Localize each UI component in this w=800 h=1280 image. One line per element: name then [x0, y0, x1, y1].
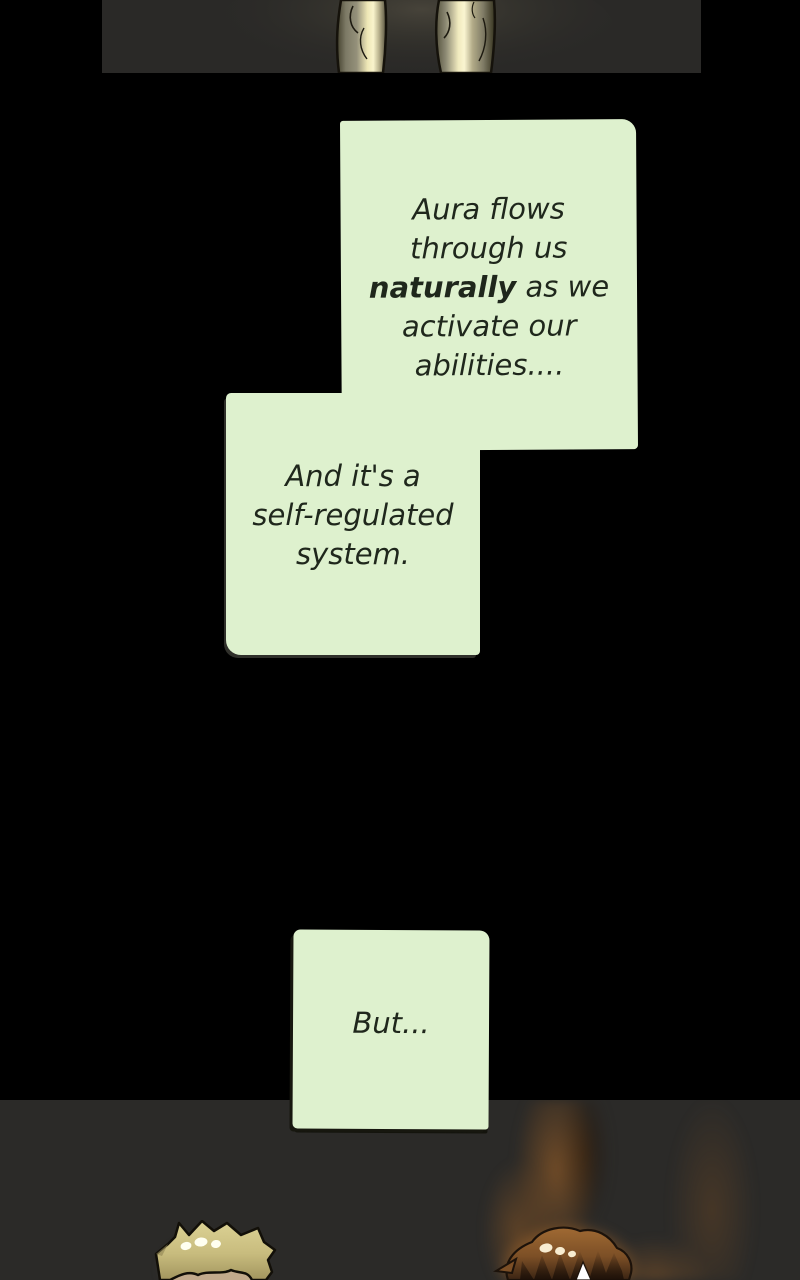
- bubble1-line3-bold: naturally: [368, 269, 517, 305]
- bubble2-line2: self-regulated: [252, 498, 454, 532]
- bubble1-line1: Aura flows: [412, 191, 565, 227]
- bubble1-line3: naturally as we: [341, 267, 637, 308]
- bubble1-line4: activate our: [401, 308, 577, 344]
- bubble3-text: But...: [352, 1005, 430, 1041]
- speech-bubble-but: But...: [292, 929, 490, 1130]
- speech-bubble-aura-flows: Aura flows through us naturally as we ac…: [339, 119, 639, 451]
- bubble1-line5: abilities....: [414, 347, 565, 383]
- bubble2-line1: And it's a: [285, 459, 421, 493]
- top-panel-legs-scene: [102, 0, 701, 73]
- bubble2-line3: system.: [295, 537, 411, 571]
- bottom-panel-characters-scene: [0, 1100, 800, 1280]
- bubble1-line2: through us: [410, 230, 568, 266]
- orange-aura-smoke: [0, 1100, 800, 1280]
- legs-artwork: [102, 0, 701, 73]
- brown-character-head: [493, 1226, 633, 1280]
- bubble1-line3-rest: as we: [516, 269, 610, 304]
- blonde-character-head: [154, 1220, 277, 1280]
